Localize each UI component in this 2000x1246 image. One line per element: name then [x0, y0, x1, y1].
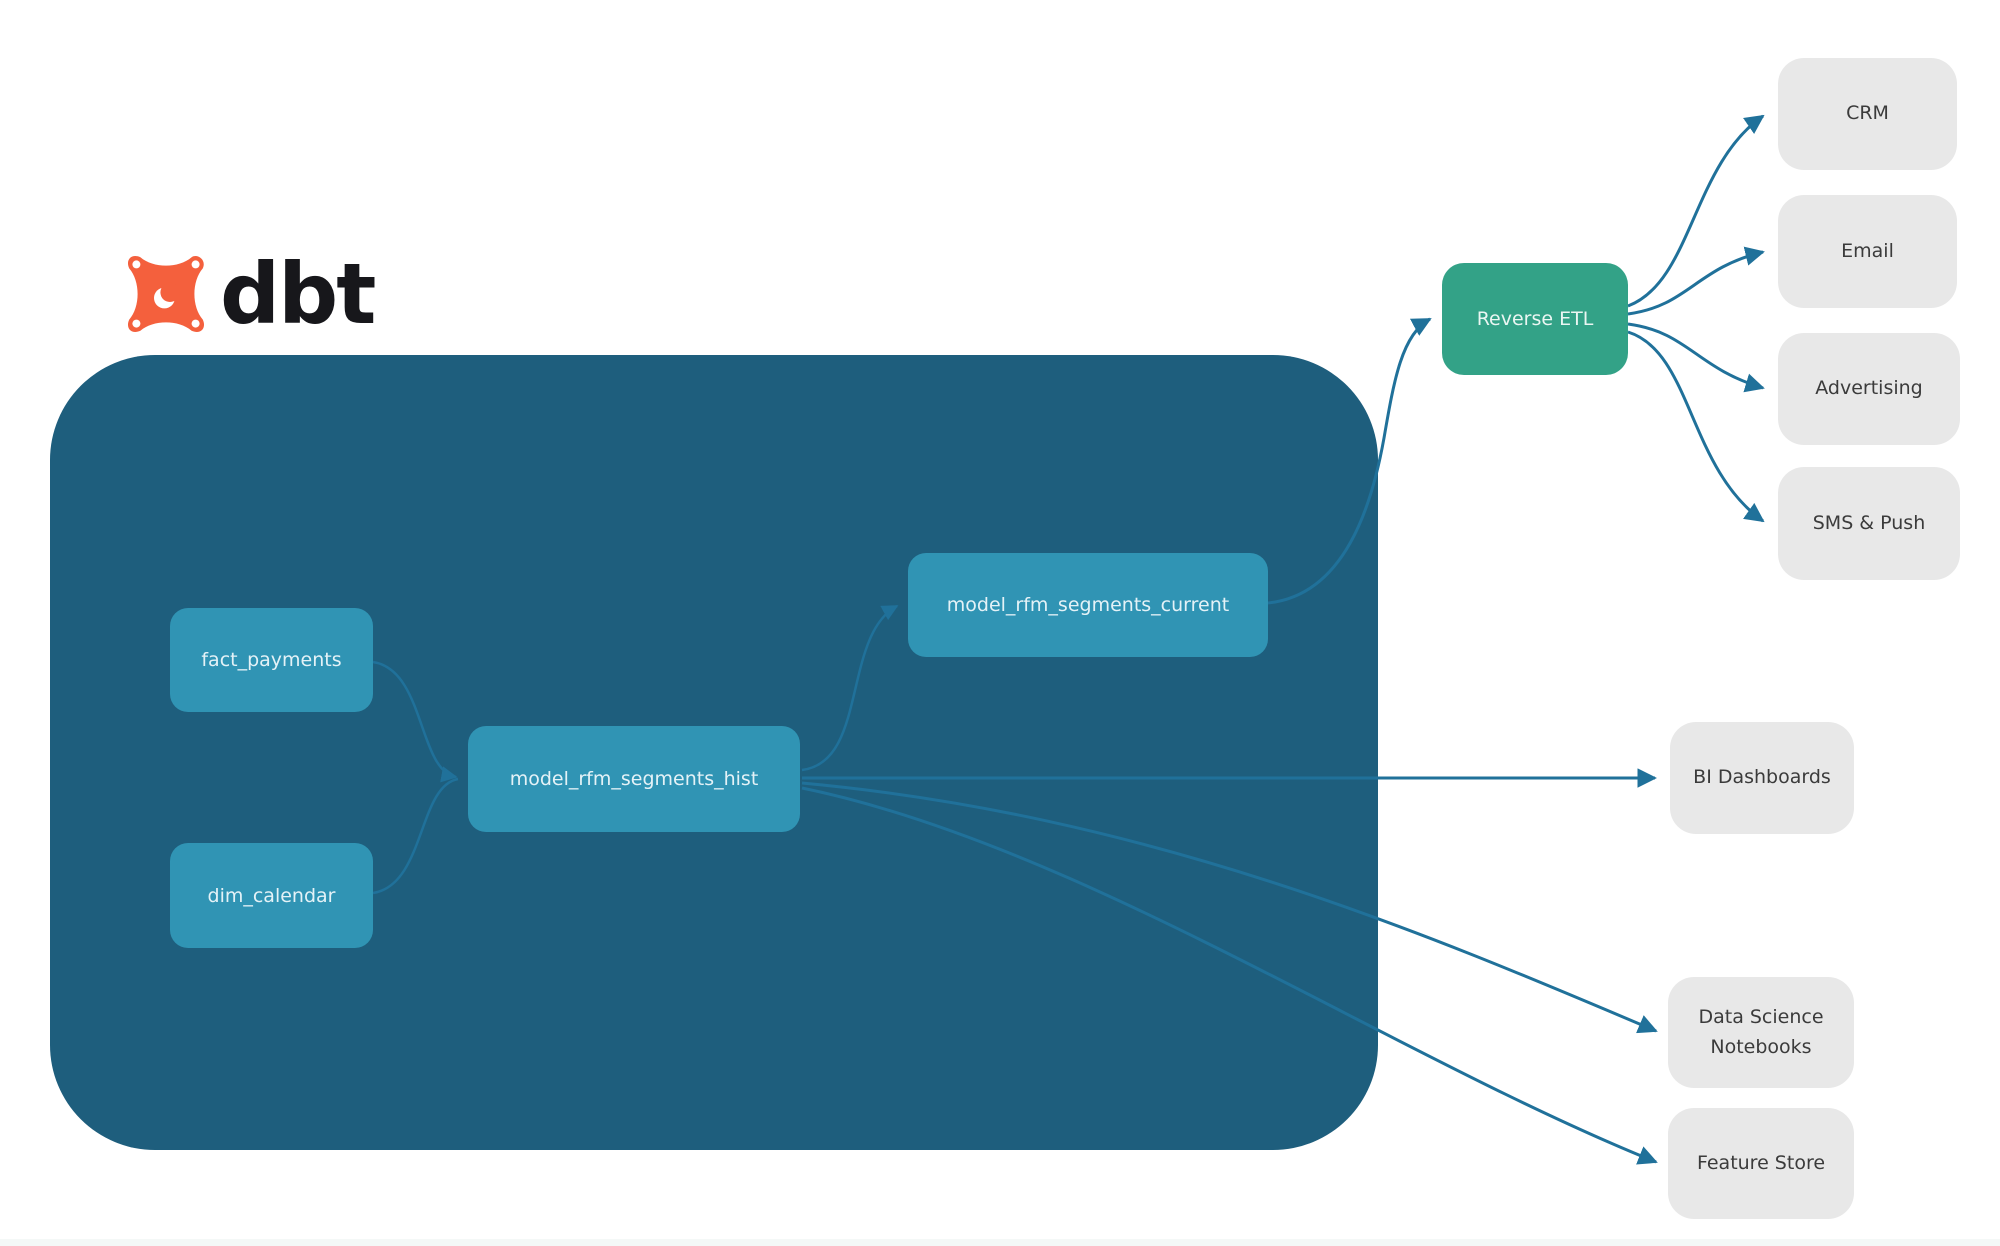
node-feature-store: Feature Store — [1668, 1108, 1854, 1219]
edge-dim-to-hist — [372, 777, 459, 895]
node-sms-push: SMS & Push — [1778, 467, 1960, 580]
node-dim-calendar: dim_calendar — [170, 843, 373, 948]
edge-hist-to-current — [801, 604, 899, 772]
edge-current-to-reverse-etl — [1267, 317, 1432, 605]
edge-hist-to-feature-store — [801, 786, 1658, 1165]
edge-fact-to-hist — [372, 660, 458, 783]
node-fact-payments: fact_payments — [170, 608, 373, 712]
node-crm: CRM — [1778, 58, 1957, 170]
node-advertising: Advertising — [1778, 333, 1960, 445]
node-bi-dashboards: BI Dashboards — [1670, 722, 1854, 834]
node-model-rfm-segments-current: model_rfm_segments_current — [908, 553, 1268, 657]
bottom-strip — [0, 1239, 2000, 1246]
edge-hist-to-data-science — [801, 781, 1658, 1034]
edge-reverse-etl-to-advertising — [1627, 322, 1765, 393]
dbt-logo-icon — [127, 255, 205, 333]
edge-reverse-etl-to-sms-push — [1627, 330, 1765, 523]
edge-reverse-etl-to-crm — [1627, 114, 1765, 308]
dbt-logo: dbt — [126, 245, 376, 343]
brand-name: dbt — [220, 245, 376, 343]
node-data-science-notebooks: Data Science Notebooks — [1668, 977, 1854, 1088]
node-model-rfm-segments-hist: model_rfm_segments_hist — [468, 726, 800, 832]
node-email: Email — [1778, 195, 1957, 308]
node-reverse-etl: Reverse ETL — [1442, 263, 1628, 375]
edge-reverse-etl-to-email — [1627, 246, 1765, 316]
